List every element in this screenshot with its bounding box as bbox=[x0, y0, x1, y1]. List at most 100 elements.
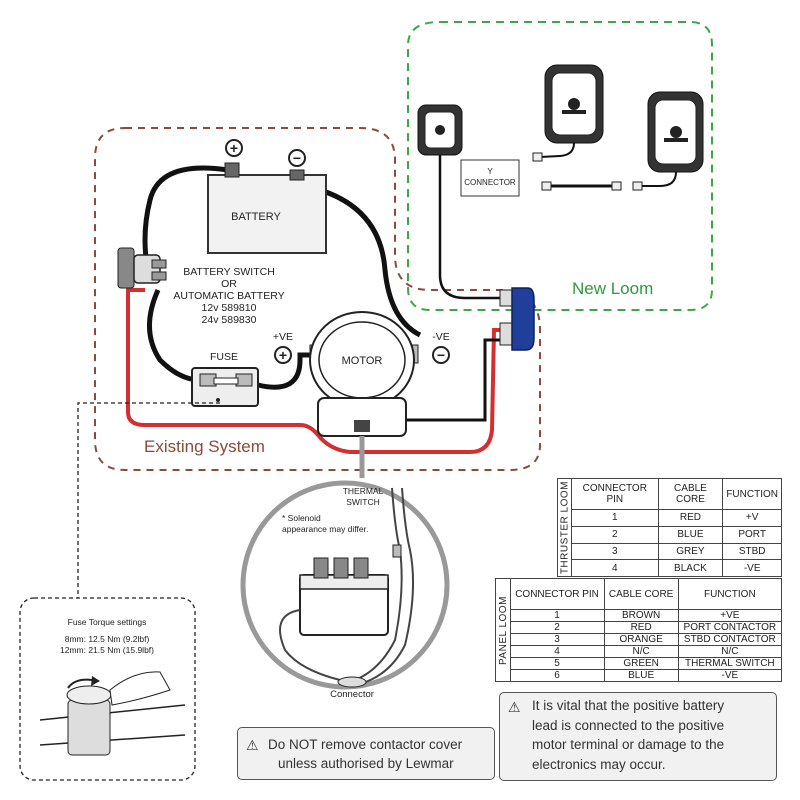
table-cell: PORT CONTACTOR bbox=[677, 621, 783, 634]
battery-switch-label-3: AUTOMATIC BATTERY bbox=[173, 290, 284, 302]
battery-lead-warning-line-3: motor terminal or damage to the bbox=[532, 737, 725, 752]
table-cell: 4 bbox=[509, 645, 605, 658]
table-cell: -VE bbox=[677, 669, 783, 682]
table-row: 6 BLUE -VE bbox=[496, 669, 783, 682]
existing-system-outline bbox=[94, 127, 541, 471]
table-cell: 5 bbox=[509, 657, 605, 670]
contactor-warning-line-2: unless authorised by Lewmar bbox=[278, 756, 454, 771]
table-cell: STBD bbox=[722, 542, 782, 561]
battery-switch-label-5: 24v 589830 bbox=[202, 314, 257, 326]
table-cell: BLACK bbox=[657, 559, 724, 578]
table-row: 3 ORANGE STBD CONTACTOR bbox=[496, 633, 783, 646]
fuse-callout-leader bbox=[77, 402, 220, 598]
table-row: 2 RED PORT CONTACTOR bbox=[496, 621, 783, 634]
warning-icon: ⚠ bbox=[246, 737, 259, 753]
motor-label: MOTOR bbox=[342, 355, 383, 367]
motor-positive-terminal-icon bbox=[274, 346, 292, 364]
battery-negative-terminal-icon bbox=[288, 149, 306, 167]
battery-switch-label-2: OR bbox=[221, 278, 237, 290]
table-cell: STBD CONTACTOR bbox=[677, 633, 783, 646]
y-connector-box bbox=[460, 159, 520, 197]
table-cell: THERMAL SWITCH bbox=[677, 657, 783, 670]
panel-col-function: FUNCTION bbox=[677, 578, 783, 610]
panel-loom-table: PANEL LOOM CONNECTOR PIN CABLE CORE FUNC… bbox=[495, 578, 783, 682]
battery-switch-label-4: 12v 589810 bbox=[202, 302, 257, 314]
table-cell: +VE bbox=[677, 609, 783, 622]
battery-negative-cable bbox=[299, 182, 422, 338]
motor-negative-terminal-icon bbox=[432, 346, 450, 364]
table-cell: 6 bbox=[509, 669, 605, 682]
motor-to-loom-cable bbox=[400, 338, 505, 422]
battery-label: BATTERY bbox=[231, 211, 281, 223]
table-row: 4 N/C N/C bbox=[496, 645, 783, 658]
table-cell: 3 bbox=[571, 542, 659, 561]
new-loom-label: New Loom bbox=[572, 279, 653, 298]
y-connector-label-1: Y bbox=[487, 167, 493, 176]
table-row: 5 GREEN THERMAL SWITCH bbox=[496, 657, 783, 670]
table-row: 2 BLUE PORT bbox=[558, 525, 782, 544]
solenoid-note-2: appearance may differ. bbox=[282, 524, 368, 534]
fuse-torque-line-1: 8mm: 12.5 Nm (9.2lbf) bbox=[65, 634, 150, 644]
table-row: 4 BLACK -VE bbox=[558, 559, 782, 578]
warning-icon: ⚠ bbox=[508, 699, 521, 715]
battery-lead-warning-line-1: It is vital that the positive battery bbox=[532, 698, 725, 713]
table-row: 3 GREY STBD bbox=[558, 542, 782, 561]
panel-col-cable-core: CABLE CORE bbox=[603, 578, 679, 610]
thermal-switch-label-1: THERMAL bbox=[343, 486, 384, 496]
panel-loom-side-label: PANEL LOOM bbox=[495, 578, 511, 682]
table-cell: BROWN bbox=[603, 609, 679, 622]
battery-switch-icon bbox=[117, 247, 167, 289]
battery-lead-warning-line-2: lead is connected to the positive bbox=[532, 717, 725, 733]
table-cell: 2 bbox=[571, 525, 659, 544]
control-panel-2-icon bbox=[544, 64, 604, 144]
table-row: 1 RED +V bbox=[558, 509, 782, 527]
motor-icon bbox=[309, 311, 419, 437]
fuse-to-motor-cable bbox=[257, 352, 312, 390]
panel-col-connector-pin: CONNECTOR PIN bbox=[509, 578, 605, 610]
battery-positive-terminal-icon bbox=[225, 139, 243, 157]
thermal-switch-label-2: SWITCH bbox=[346, 497, 380, 507]
fuse-icon bbox=[191, 367, 259, 407]
fuse-torque-box bbox=[19, 597, 196, 781]
control-panel-1-icon bbox=[417, 104, 463, 156]
battery-switch-label-1: BATTERY SWITCH bbox=[183, 266, 275, 278]
table-cell: RED bbox=[603, 621, 679, 634]
fuse-torque-title: Fuse Torque settings bbox=[68, 617, 147, 627]
table-cell: 1 bbox=[571, 509, 659, 527]
table-cell: ORANGE bbox=[603, 633, 679, 646]
svg-text:−: − bbox=[293, 150, 301, 166]
positive-wire-main bbox=[126, 288, 505, 454]
positive-ve-label: +VE bbox=[273, 331, 293, 343]
svg-text:−: − bbox=[437, 347, 445, 363]
control-panel-3-icon bbox=[647, 91, 704, 173]
existing-system-label: Existing System bbox=[144, 437, 265, 456]
table-row: 1 BROWN +VE bbox=[496, 609, 783, 622]
table-cell: N/C bbox=[677, 645, 783, 658]
new-loom-outline bbox=[407, 21, 713, 311]
table-cell: 1 bbox=[509, 609, 605, 622]
contactor-warning-line-1: Do NOT remove contactor cover bbox=[268, 737, 463, 752]
y-connector-label-2: CONNECTOR bbox=[464, 178, 516, 187]
switch-to-fuse-cable bbox=[147, 288, 201, 383]
contactor-warning-box: ⚠ Do NOT remove contactor cover unless a… bbox=[237, 727, 495, 780]
thruster-col-cable-core: CABLE CORE bbox=[657, 478, 724, 510]
table-cell: GREY bbox=[657, 542, 724, 561]
table-cell: 3 bbox=[509, 633, 605, 646]
table-cell: PORT bbox=[722, 525, 782, 544]
table-cell: GREEN bbox=[603, 657, 679, 670]
table-cell: -VE bbox=[722, 559, 782, 578]
torque-wrench-icon bbox=[39, 671, 186, 756]
thruster-loom-table: THRUSTER LOOM CONNECTOR PIN CABLE CORE F… bbox=[557, 478, 782, 578]
table-cell: BLUE bbox=[657, 525, 724, 544]
battery-lead-warning-line-4: electronics may occur. bbox=[532, 756, 666, 772]
svg-text:+: + bbox=[279, 347, 287, 363]
fuse-label: FUSE bbox=[210, 351, 238, 363]
connector-label: Connector bbox=[330, 689, 374, 700]
negative-ve-label: -VE bbox=[432, 331, 450, 343]
loom-connector-icon bbox=[499, 287, 535, 351]
panel-2-cable bbox=[539, 142, 575, 158]
solenoid-note-1: * Solenoid bbox=[282, 513, 321, 523]
solenoid-icon bbox=[279, 487, 415, 688]
battery-lead-warning-box: ⚠ It is vital that the positive battery … bbox=[499, 692, 777, 781]
table-cell: RED bbox=[657, 509, 724, 527]
